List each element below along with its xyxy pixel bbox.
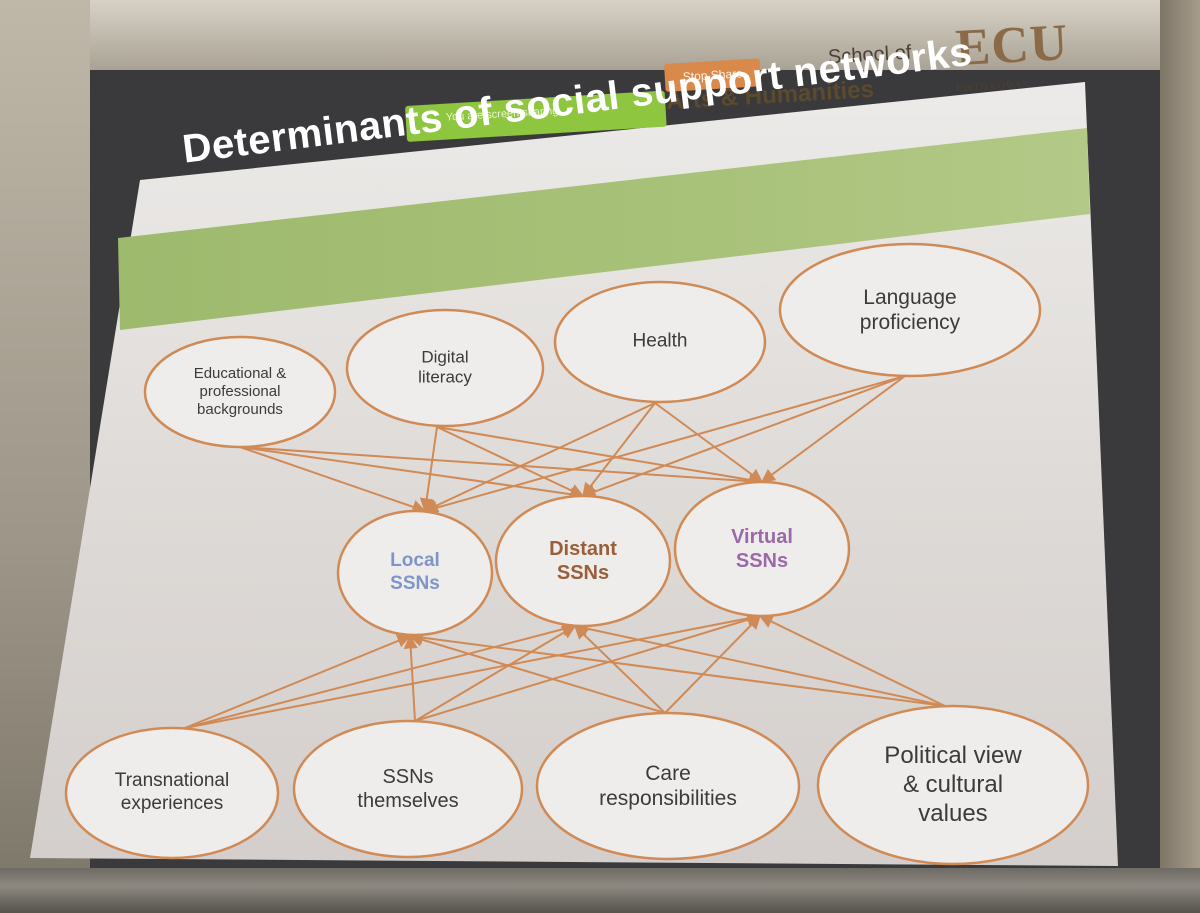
room-ceiling xyxy=(0,0,1200,70)
edge-digital-to-local xyxy=(419,426,438,513)
node-label-virtual: Virtual SSNs xyxy=(731,526,793,572)
edge-political-to-distant xyxy=(573,621,946,707)
node-lang xyxy=(778,242,1042,378)
edge-health-to-distant xyxy=(582,402,656,498)
edge-ssn-to-local xyxy=(403,634,418,722)
edge-political-to-virtual xyxy=(758,615,946,707)
node-label-trans: Transnational experiences xyxy=(114,770,230,814)
edge-trans-to-distant xyxy=(184,622,577,729)
edge-ssn-to-distant xyxy=(414,625,577,722)
edge-lang-to-local xyxy=(423,375,906,515)
node-trans xyxy=(64,726,280,860)
edge-edu-to-virtual xyxy=(239,446,764,489)
node-ssn xyxy=(292,719,524,859)
edge-lang-to-virtual xyxy=(760,375,906,483)
node-label-edu: Educational & professional backgrounds xyxy=(193,365,287,418)
node-digital xyxy=(345,308,545,428)
node-label-care: Care responsibilities xyxy=(599,761,737,810)
node-local xyxy=(336,509,494,637)
edge-ssn-to-virtual xyxy=(414,612,762,722)
node-label-health: Health xyxy=(632,330,688,352)
node-label-political: Political view & cultural values xyxy=(884,741,1022,827)
node-care xyxy=(535,711,801,861)
node-distant xyxy=(494,494,672,628)
edge-trans-to-local xyxy=(184,634,412,729)
edge-care-to-virtual xyxy=(664,614,761,714)
edge-edu-to-distant xyxy=(239,446,585,502)
edge-political-to-local xyxy=(408,630,946,707)
node-label-distant: Distant SSNs xyxy=(549,538,617,584)
node-label-ssn: SSNs themselves xyxy=(357,766,459,812)
screen-bottom-rail xyxy=(0,868,1200,913)
node-virtual xyxy=(673,480,851,618)
node-label-local: Local SSNs xyxy=(390,550,440,594)
edge-digital-to-virtual xyxy=(436,426,764,487)
edge-trans-to-virtual xyxy=(184,611,762,729)
edge-care-to-distant xyxy=(573,625,666,714)
edge-edu-to-local xyxy=(239,446,427,514)
node-health xyxy=(553,280,767,404)
edge-health-to-local xyxy=(423,402,656,512)
edge-health-to-virtual xyxy=(654,402,764,483)
node-edu xyxy=(143,335,337,449)
node-label-digital: Digital literacy xyxy=(418,347,472,387)
node-label-lang: Language proficiency xyxy=(859,285,961,334)
edge-digital-to-distant xyxy=(436,426,585,497)
node-political xyxy=(816,704,1090,866)
room-wall-right xyxy=(1160,0,1200,913)
edge-lang-to-distant xyxy=(581,375,906,499)
edge-care-to-local xyxy=(408,632,666,714)
